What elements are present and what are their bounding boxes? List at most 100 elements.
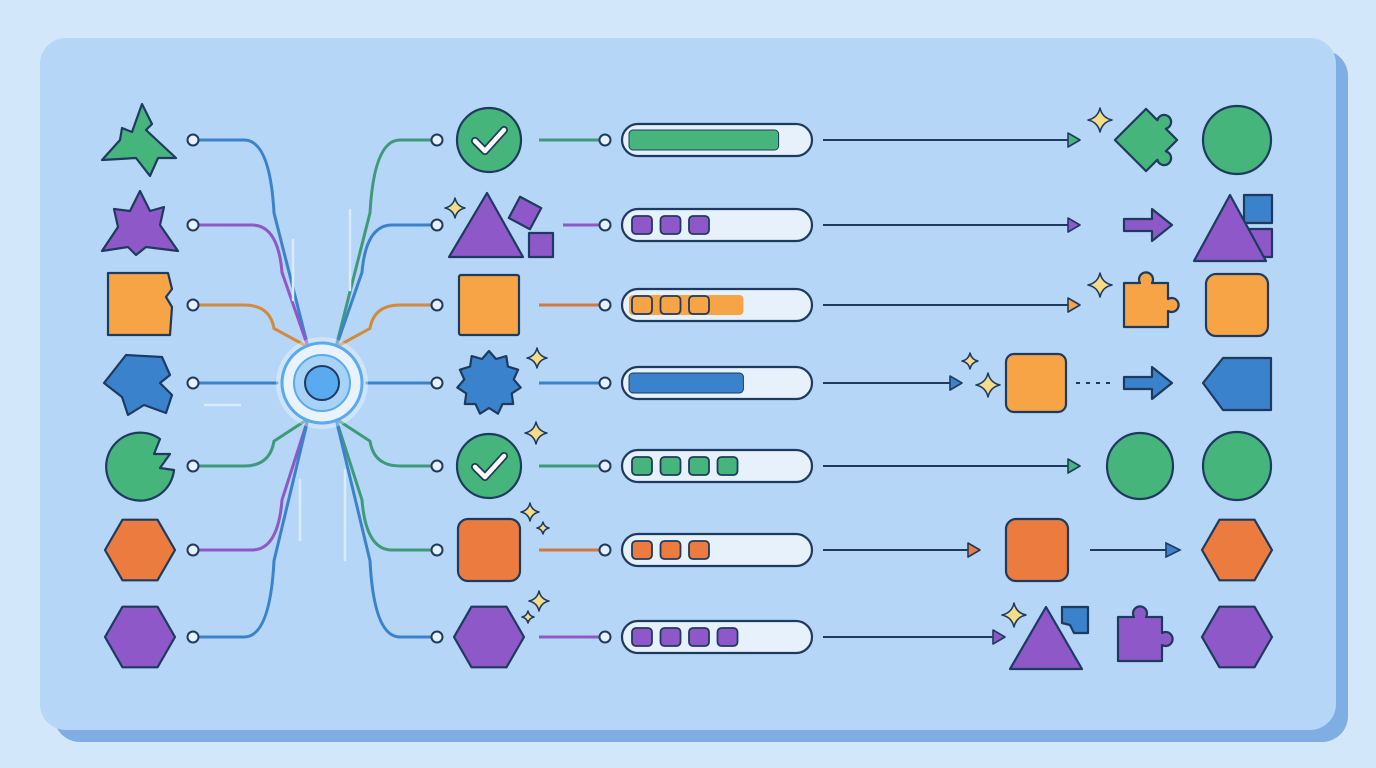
progress-segment	[659, 295, 682, 315]
triangle-icon	[1008, 605, 1084, 671]
check-circle-shape	[455, 106, 523, 174]
pipeline-row-6	[103, 502, 1274, 583]
wire-right	[334, 417, 439, 468]
progress-segment	[688, 456, 710, 476]
arrowhead	[967, 542, 981, 558]
pipeline-row-2	[100, 189, 1274, 263]
arrowhead	[992, 629, 1006, 645]
sparkle-icon	[961, 352, 979, 370]
broken-square-icon	[106, 271, 174, 337]
progress-segment	[631, 627, 653, 647]
puzzle-piece-icon	[1113, 107, 1179, 173]
progress-segment	[688, 627, 710, 647]
sparkle-icon	[975, 372, 1001, 398]
hexagon-shape	[1200, 605, 1274, 669]
progress-segment	[631, 456, 653, 476]
broken-triangle-icon	[100, 102, 178, 178]
sparkle-shape	[526, 347, 548, 369]
connector-node	[598, 459, 612, 473]
progress-segment	[659, 540, 682, 560]
wire-right	[334, 303, 439, 349]
flow-arrow	[823, 542, 981, 558]
wire-node	[430, 459, 444, 473]
pipeline-row-7	[103, 590, 1274, 671]
badge-shape	[456, 349, 522, 415]
connector-node	[598, 543, 612, 557]
hexagon-shape	[1200, 518, 1274, 582]
square-shape	[1242, 193, 1274, 225]
wire-left	[191, 417, 310, 468]
wire-left	[191, 417, 310, 552]
broken-gem-shape	[102, 353, 174, 417]
wire-node	[186, 630, 200, 644]
progress-segment	[716, 456, 739, 476]
wire-right	[334, 417, 439, 639]
progress-bar	[620, 122, 814, 158]
sparkle-icon	[521, 610, 535, 624]
rounded-square-shape	[1204, 272, 1270, 338]
wire-node	[430, 630, 444, 644]
rounded-square-icon	[1004, 517, 1070, 583]
connector-node	[598, 298, 612, 312]
circle-shape	[1201, 104, 1273, 176]
sparkle-shape	[1087, 107, 1113, 133]
broken-triangle-shape	[100, 102, 178, 178]
sparkle-shape	[528, 590, 550, 612]
flow-arrow	[823, 217, 1081, 233]
triangle-squares-icon	[1192, 193, 1274, 263]
sparkle-shape	[536, 521, 550, 535]
wire-left	[191, 303, 310, 349]
circle-shape	[1201, 430, 1273, 502]
arrowhead	[1067, 132, 1081, 148]
wire-left	[191, 223, 310, 349]
progress-bar	[620, 365, 814, 401]
wire-node	[430, 298, 444, 312]
square-fragment-icon	[1060, 605, 1090, 635]
sparkle-icon	[524, 421, 548, 445]
wire-node	[186, 298, 200, 312]
circle-icon	[1105, 431, 1175, 501]
hexagon-shape	[452, 605, 526, 669]
hub	[276, 337, 368, 429]
triangle-shape	[447, 191, 525, 259]
sparkle-icon	[520, 502, 540, 522]
flow-arrow	[823, 458, 1081, 474]
triangle-squares-icon	[447, 191, 555, 259]
sparkle-icon	[528, 590, 550, 612]
triangle-shape	[1192, 193, 1268, 263]
wire-node	[186, 133, 200, 147]
wire-node	[186, 459, 200, 473]
arrow-shape	[1122, 207, 1174, 243]
wire-node	[430, 218, 444, 232]
progress-bar	[620, 207, 814, 243]
rounded-square-shape	[456, 517, 522, 583]
progress-bar	[620, 448, 814, 484]
sparkle-shape	[520, 502, 540, 522]
arrow-right-icon	[1122, 207, 1174, 243]
wire-node	[186, 543, 200, 557]
broken-circle-icon	[105, 431, 176, 502]
sparkle-icon	[1087, 272, 1113, 298]
wire-node	[430, 376, 444, 390]
progress-segment	[688, 215, 710, 235]
broken-gem-icon	[102, 353, 174, 417]
puzzle-shape	[1122, 271, 1180, 329]
pipeline-row-4	[102, 347, 1273, 417]
wire-node	[430, 543, 444, 557]
wire-right	[334, 417, 439, 552]
check-circle-icon	[455, 106, 523, 174]
sparkle-icon	[444, 197, 466, 219]
progress-segment	[631, 215, 653, 235]
wire-node	[186, 376, 200, 390]
connector-node	[598, 376, 612, 390]
circle-icon	[1201, 104, 1273, 176]
progress-segment	[688, 540, 710, 560]
flow-arrow	[823, 629, 1006, 645]
arrowhead	[1165, 541, 1182, 559]
square-icon	[457, 273, 521, 337]
progress-segment	[631, 295, 653, 315]
pentagon-tag-icon	[1201, 356, 1273, 412]
arrowhead	[1067, 217, 1081, 233]
flow-arrow	[823, 132, 1081, 148]
checkmark-icon	[472, 453, 507, 480]
